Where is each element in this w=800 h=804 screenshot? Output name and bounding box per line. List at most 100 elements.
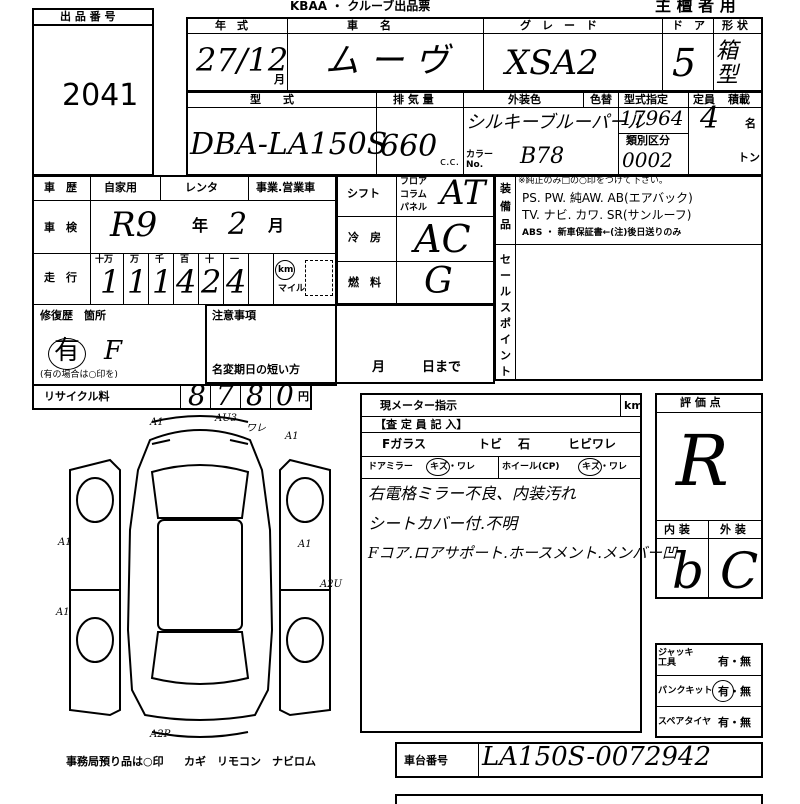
score-value: R [676, 420, 729, 502]
mileage-digit-4: 4 [176, 263, 197, 301]
digit-label-1k: 千 [155, 255, 165, 265]
shift-opt-floor: フロア [400, 177, 428, 187]
equipment-line4: ABS ・ 新車保証書←(注)後日送りのみ [522, 228, 682, 238]
car-name-label: 車 名 [347, 19, 391, 32]
ac-value: AC [414, 217, 471, 261]
damage-mark-8: A1 [298, 539, 312, 550]
equipment-note: ※純正のみ□の○印をつけて下さい。 [518, 176, 668, 186]
recycle-digit-4: 0 [276, 379, 294, 412]
shape-value: 箱型 [716, 39, 739, 88]
fuel-label: 燃 料 [348, 276, 381, 289]
inspection-month: 2 [228, 207, 248, 242]
chassis-label: 車台番号 [404, 754, 448, 767]
inspection-label: 車 検 [44, 221, 77, 234]
office-note: 事務局預り品は○印 [66, 755, 164, 768]
change-date-label: 名変期日の短い方 [212, 363, 300, 376]
owner-use-label: 主 檀 者 用 [655, 0, 736, 15]
mileage-digit-1: 1 [100, 263, 121, 301]
damage-mark-6: A1 [56, 607, 70, 618]
displacement-unit: c.c. [440, 155, 460, 168]
mile-box [305, 260, 333, 296]
digit-label-10k: 万 [130, 255, 140, 265]
type-designation-value: 17964 [620, 106, 684, 130]
car-diagram [69, 415, 331, 738]
score-block [655, 393, 763, 599]
change-day-word: 日まで [422, 360, 462, 375]
door-mirror-label: ドアミラー [368, 462, 413, 472]
score-label: 評 価 点 [680, 396, 721, 409]
color-value: シルキーブルーパール [466, 112, 645, 133]
sales-point-label: セールスポイント [500, 253, 511, 378]
capacity-label: 定員 [693, 93, 715, 106]
change-month-word: 月 [372, 360, 386, 375]
year-label: 年 式 [215, 19, 248, 32]
color-label: 外装色 [508, 93, 541, 106]
inspector-note-2: シートカバー付.不明 [368, 514, 518, 533]
category-value: 0002 [622, 148, 673, 172]
glass-crack-label: ヒビワレ [568, 437, 617, 451]
chassis-box [395, 742, 763, 778]
digit-label-10: 十 [205, 255, 215, 265]
lot-label: 出 品 番 号 [60, 10, 116, 23]
shift-opt-panel: パネル [400, 203, 428, 213]
exterior-value: C [720, 542, 759, 600]
bottom-row [395, 794, 763, 804]
wheel-opts: キズ・ワレ [582, 462, 628, 472]
mileage-digit-5: 2 [201, 263, 222, 301]
displacement-value: 660 [380, 129, 438, 164]
inspection-year-word: 年 [192, 216, 209, 235]
displacement-label: 排 気 量 [393, 93, 434, 106]
damage-mark-5: A1 [58, 537, 72, 548]
damage-mark-1: A1 [150, 417, 164, 428]
digit-label-1: 一 [230, 255, 240, 265]
model-label: 型 式 [250, 93, 294, 106]
interior-label: 内 装 [664, 523, 690, 536]
mileage-digit-2: 1 [127, 263, 148, 301]
repair-location: F [104, 336, 123, 366]
capacity-value: 4 [700, 101, 720, 136]
capacity-unit: 名 [745, 117, 756, 130]
mirror-scratch-circle [426, 458, 450, 476]
color-change-label: 色替 [590, 93, 612, 106]
recycle-box [32, 384, 312, 410]
inspection-month-word: 月 [268, 216, 285, 235]
tools-block [655, 643, 763, 738]
color-no-value: B78 [520, 144, 565, 169]
damage-mark-7: A2U [320, 579, 343, 590]
shift-opt-column: コラム [400, 190, 427, 200]
mile-label: マイル [278, 284, 306, 294]
damage-mark-3: ワレ [246, 423, 266, 434]
private-label: 自家用 [104, 181, 137, 194]
repair-value: 有 [54, 336, 81, 366]
equipment-block [494, 175, 763, 381]
damage-mark-2: AU3 [215, 413, 238, 424]
ac-label: 冷 房 [348, 231, 381, 244]
recycle-digit-3: 8 [246, 379, 264, 412]
km-circle [275, 260, 295, 280]
category-label: 類別区分 [626, 134, 670, 147]
sheet-title: KBAA ・ クルーブ出品票 [290, 0, 431, 13]
model-value: DBA-LA150S [190, 127, 388, 162]
meter-unit: km [624, 399, 643, 412]
inspector-block [360, 393, 642, 733]
door-mirror-opts: キズ・ワレ [430, 462, 476, 472]
glass-stone-label: 石 [518, 437, 531, 451]
equipment-label: 装備品 [500, 182, 511, 231]
fuel-value: G [424, 261, 453, 302]
digit-label-100k: 十万 [95, 255, 114, 265]
recycle-digit-1: 8 [188, 379, 206, 412]
meter-label: 現メーター指示 [380, 399, 457, 412]
wheel-label: ホイール(CP) [502, 462, 560, 472]
lot-number: 2041 [62, 78, 139, 113]
year-suffix: 月 [274, 73, 285, 86]
damage-mark-4: A1 [285, 431, 299, 442]
door-label: ド ア [672, 19, 705, 32]
equipment-line2: PS. PW. 純AW. AB(エアバック) [522, 191, 693, 205]
wheel-scratch-circle [578, 458, 602, 476]
recycle-label: リサイクル料 [44, 390, 110, 403]
inspector-note-3: Fコア.ロアサポート.ホースメント.メンバー凹 [368, 544, 677, 562]
mileage-digit-3: 1 [152, 263, 173, 301]
year-value: 27/12 [196, 41, 289, 79]
recycle-digit-2: 7 [216, 379, 234, 412]
